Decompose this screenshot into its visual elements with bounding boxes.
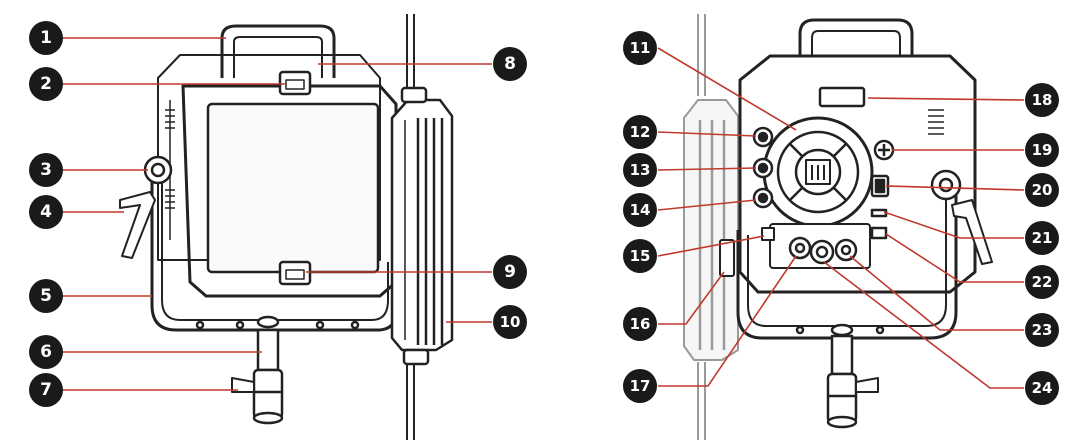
callout-8-label: 8 bbox=[504, 54, 516, 74]
callout-11-label: 11 bbox=[630, 39, 651, 57]
callout-18: 18 bbox=[1025, 83, 1059, 117]
leader-line-17 bbox=[658, 255, 797, 387]
callout-12-label: 12 bbox=[630, 123, 651, 141]
callout-5-label: 5 bbox=[40, 286, 52, 306]
leader-line-24 bbox=[823, 261, 1024, 389]
callout-2: 2 bbox=[29, 67, 63, 101]
leader-line-16 bbox=[658, 271, 725, 325]
back-dmx-port-1 bbox=[788, 236, 812, 260]
back-left-switch bbox=[761, 227, 775, 241]
leader-line-11 bbox=[657, 47, 797, 131]
callout-19: 19 bbox=[1025, 133, 1059, 167]
callout-20-label: 20 bbox=[1032, 181, 1053, 199]
back-usb-port bbox=[870, 226, 888, 240]
back-yoke-knob bbox=[930, 169, 962, 201]
callout-13: 13 bbox=[623, 153, 657, 187]
callout-7-label: 7 bbox=[40, 380, 52, 400]
leader-line-22 bbox=[885, 233, 1024, 283]
leader-line-20 bbox=[885, 185, 1025, 191]
callout-14-label: 14 bbox=[630, 201, 651, 219]
callout-23-label: 23 bbox=[1032, 321, 1053, 339]
back-yoke-lever bbox=[951, 199, 993, 265]
back-dc-input-port bbox=[809, 239, 835, 265]
callout-10: 10 bbox=[493, 305, 527, 339]
back-side-power-box bbox=[683, 14, 739, 440]
back-top-slot bbox=[818, 86, 866, 108]
leader-line-18 bbox=[867, 97, 1025, 101]
callout-8: 8 bbox=[493, 47, 527, 81]
callout-15: 15 bbox=[623, 239, 657, 273]
callout-7: 7 bbox=[29, 373, 63, 407]
callout-11: 11 bbox=[623, 31, 657, 65]
front-view bbox=[119, 14, 454, 440]
leader-lines bbox=[62, 37, 1025, 391]
callout-1-label: 1 bbox=[40, 28, 52, 48]
callout-3: 3 bbox=[29, 153, 63, 187]
front-yoke-lever bbox=[119, 191, 156, 259]
callout-18-label: 18 bbox=[1032, 91, 1053, 109]
callout-3-label: 3 bbox=[40, 160, 52, 180]
callout-22: 22 bbox=[1025, 265, 1059, 299]
callout-4: 4 bbox=[29, 195, 63, 229]
front-carry-handle bbox=[220, 24, 336, 78]
leader-line-13 bbox=[657, 167, 757, 171]
callout-5: 5 bbox=[29, 279, 63, 313]
callout-24: 24 bbox=[1025, 371, 1059, 405]
leader-line-15 bbox=[657, 235, 765, 257]
back-cooling-fan bbox=[762, 116, 874, 228]
callout-10-label: 10 bbox=[500, 313, 521, 331]
leader-line-23 bbox=[849, 255, 1024, 331]
leader-line-14 bbox=[657, 199, 757, 211]
callout-22-label: 22 bbox=[1032, 273, 1053, 291]
callout-9-label: 9 bbox=[504, 262, 516, 282]
front-spigot bbox=[231, 315, 284, 425]
callout-1: 1 bbox=[29, 21, 63, 55]
callout-16-label: 16 bbox=[630, 315, 651, 333]
back-view bbox=[683, 14, 993, 440]
front-light-panel bbox=[206, 102, 380, 274]
callout-23: 23 bbox=[1025, 313, 1059, 347]
callout-17: 17 bbox=[623, 369, 657, 403]
callout-21: 21 bbox=[1025, 221, 1059, 255]
callout-9: 9 bbox=[493, 255, 527, 289]
callout-4-label: 4 bbox=[40, 202, 52, 222]
front-housing bbox=[157, 54, 381, 261]
callouts: 1 2 3 4 5 6 7 8 9 10 11 12 13 14 15 16 1… bbox=[29, 21, 1059, 407]
callout-2-label: 2 bbox=[40, 74, 52, 94]
callout-12: 12 bbox=[623, 115, 657, 149]
callout-6-label: 6 bbox=[40, 342, 52, 362]
back-carry-handle bbox=[798, 18, 914, 72]
callout-24-label: 24 bbox=[1032, 379, 1053, 397]
callout-19-label: 19 bbox=[1032, 141, 1053, 159]
callout-20: 20 bbox=[1025, 173, 1059, 207]
callout-6: 6 bbox=[29, 335, 63, 369]
leader-line-12 bbox=[657, 131, 757, 137]
callout-17-label: 17 bbox=[630, 377, 651, 395]
back-spigot bbox=[826, 323, 879, 429]
front-light-stand-pole bbox=[406, 14, 415, 440]
callout-21-label: 21 bbox=[1032, 229, 1053, 247]
back-small-port bbox=[870, 208, 888, 218]
callout-15-label: 15 bbox=[630, 247, 651, 265]
leader-line-21 bbox=[883, 211, 1024, 239]
callout-14: 14 bbox=[623, 193, 657, 227]
front-yoke-knob bbox=[143, 155, 173, 185]
front-side-power-box bbox=[390, 86, 454, 366]
callout-13-label: 13 bbox=[630, 161, 651, 179]
back-left-latch bbox=[719, 239, 735, 277]
callout-16: 16 bbox=[623, 307, 657, 341]
back-dmx-port-2 bbox=[834, 238, 858, 262]
